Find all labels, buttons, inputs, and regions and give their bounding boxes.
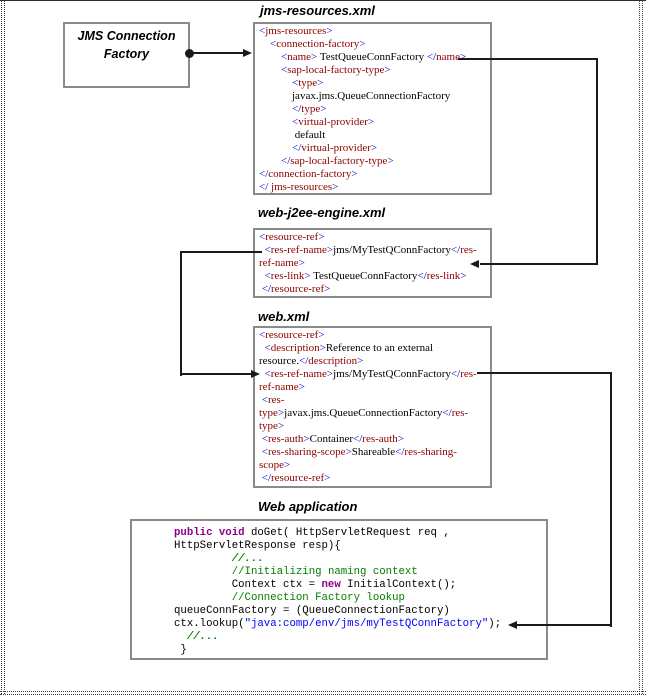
xml-line: </virtual-provider> — [292, 142, 378, 154]
connector-node-to-jmsresources-arrowhead — [243, 49, 252, 57]
xml-line: <resource-ref> — [259, 231, 325, 243]
web-xml-content: <resource-ref> <description>Reference to… — [255, 328, 490, 485]
xml-line: </ jms-resources> — [259, 181, 339, 193]
code-line: public void doGet( HttpServletRequest re… — [174, 527, 450, 539]
web-application-code: public void doGet( HttpServletRequest re… — [132, 521, 546, 657]
xml-line: </sap-local-factory-type> — [281, 155, 394, 167]
code-line: //Initializing naming context — [231, 566, 418, 578]
connector-name-to-reslink-seg2 — [596, 58, 598, 265]
xml-line: javax.jms.QueueConnectionFactory — [259, 90, 451, 102]
code-line: } — [174, 644, 187, 656]
xml-line: <name> TestQueueConnFactory </name> — [281, 51, 467, 63]
xml-line: <virtual-provider> — [292, 116, 375, 128]
xml-line: ref-name> — [259, 381, 305, 393]
jms-connection-factory-node: JMS Connection Factory — [63, 22, 190, 88]
xml-line: <res-sharing-scope>Shareable</res-sharin… — [261, 446, 457, 458]
xml-line: <resource-ref> — [259, 329, 325, 341]
code-line: //... — [231, 553, 264, 565]
page-boundary-left — [1, 0, 5, 694]
xml-line: <jms-resources> — [259, 25, 333, 37]
title-web-j2ee-engine-xml: web-j2ee-engine.xml — [258, 205, 386, 220]
xml-line: <res-auth>Container</res-auth> — [261, 433, 404, 445]
xml-line: <type> — [292, 77, 324, 89]
xml-line: </type> — [292, 103, 327, 115]
connector-webxml-to-code-arrowhead — [508, 621, 517, 629]
web-application-code-box: public void doGet( HttpServletRequest re… — [130, 519, 548, 660]
xml-line: scope> — [259, 459, 291, 471]
xml-line: </connection-factory> — [259, 168, 358, 180]
connector-webxml-to-code-seg2 — [610, 372, 612, 627]
xml-line: ref-name> — [259, 257, 305, 269]
jms-resources-xml-box: <jms-resources> <connection-factory> <na… — [253, 22, 492, 195]
page-boundary-right — [639, 0, 643, 694]
page-boundary-bottom — [0, 691, 646, 695]
web-j2ee-engine-xml-content: <resource-ref> <res-ref-name>jms/MyTestQ… — [255, 230, 490, 296]
jms-node-label-line1: JMS Connection — [77, 29, 176, 43]
xml-line: <res- — [261, 394, 285, 406]
title-jms-resources-xml: jms-resources.xml — [260, 3, 375, 18]
xml-line: type>javax.jms.QueueConnectionFactory</r… — [259, 407, 469, 419]
connector-name-to-reslink-seg1 — [458, 58, 598, 60]
code-line: //... — [186, 631, 219, 643]
xml-line: <res-ref-name>jms/MyTestQConnFactory</re… — [264, 368, 477, 380]
connector-engine-to-webxml-arrowhead — [251, 370, 260, 378]
connector-node-to-jmsresources-line — [189, 52, 244, 54]
code-line: HttpServletResponse resp){ — [174, 540, 341, 552]
xml-line: resource.</description> — [259, 355, 364, 367]
code-line: //Connection Factory lookup — [231, 592, 405, 604]
connector-engine-to-webxml-seg3 — [180, 373, 251, 375]
code-line: queueConnFactory = (QueueConnectionFacto… — [174, 605, 450, 617]
xml-line: <connection-factory> — [270, 38, 366, 50]
connector-webxml-to-code-seg3 — [517, 624, 612, 626]
connector-engine-to-webxml-seg2 — [180, 251, 182, 376]
xml-line: </resource-ref> — [261, 472, 331, 484]
title-web-application: Web application — [258, 499, 358, 514]
xml-line: <res-link> TestQueueConnFactory</res-lin… — [264, 270, 467, 282]
jms-node-label-line2: Factory — [103, 47, 150, 61]
web-j2ee-engine-xml-box: <resource-ref> <res-ref-name>jms/MyTestQ… — [253, 228, 492, 298]
jms-resources-xml-content: <jms-resources> <connection-factory> <na… — [255, 24, 490, 194]
xml-line: <res-ref-name>jms/MyTestQConnFactory</re… — [264, 244, 477, 256]
xml-line: <sap-local-factory-type> — [281, 64, 391, 76]
connector-engine-to-webxml-seg1 — [180, 251, 262, 253]
code-line: ctx.lookup("java:comp/env/jms/myTestQCon… — [174, 618, 502, 630]
connector-name-to-reslink-seg3 — [480, 263, 598, 265]
connector-webxml-to-code-seg1 — [477, 372, 612, 374]
code-line: Context ctx = new InitialContext(); — [174, 579, 457, 591]
connector-name-to-reslink-arrowhead — [470, 260, 479, 268]
title-web-xml: web.xml — [258, 309, 310, 324]
xml-line: default — [259, 129, 326, 141]
xml-line: type> — [259, 420, 285, 432]
page-top-rule — [0, 0, 646, 1]
xml-line: </resource-ref> — [261, 283, 331, 295]
web-xml-box: <resource-ref> <description>Reference to… — [253, 326, 492, 488]
xml-line: <description>Reference to an external — [264, 342, 434, 354]
